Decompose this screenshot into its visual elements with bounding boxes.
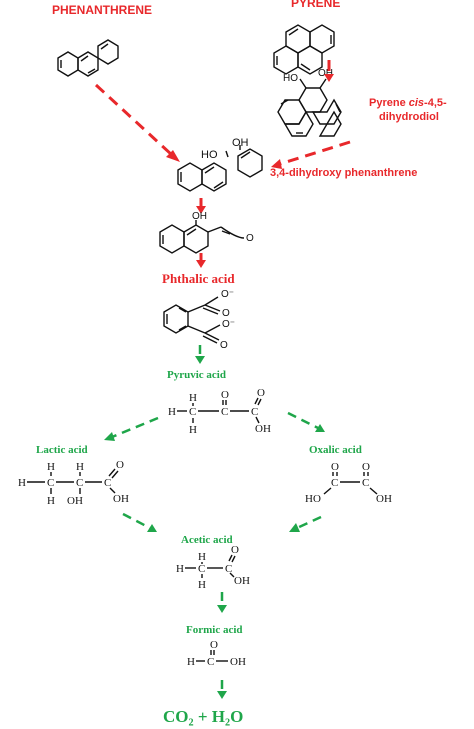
dihydroxy-phenanthrene-label: 3,4-dihydroxy phenanthrene	[270, 167, 417, 179]
phthalic-o-top: O	[222, 308, 230, 319]
oxalic-acid-label: Oxalic acid	[309, 444, 362, 456]
phthalic-o-minus-top: O⁻	[221, 289, 234, 300]
oxalic-acid-structure: O O C C HO OH	[305, 461, 392, 505]
arrow-pyruvic-to-oxalic	[287, 411, 319, 430]
formic-o: O	[210, 639, 218, 651]
lactic-oh-acid: OH	[113, 493, 129, 505]
dihydroxy-ho-atom: HO	[201, 149, 218, 161]
lactic-h-top2: H	[76, 461, 84, 473]
lactic-acid-label: Lactic acid	[36, 444, 88, 456]
red-arrows	[94, 60, 351, 268]
pyrene-structure	[273, 24, 335, 75]
oxalic-oh: OH	[376, 493, 392, 505]
pyruvic-o-acid: O	[257, 387, 265, 399]
oxalic-o-left: O	[331, 461, 339, 473]
final-products-label: CO₂ + H₂O	[163, 707, 243, 726]
phthalic-acid-structure	[163, 296, 221, 344]
oxalic-c1: C	[331, 477, 338, 489]
naphthaldehyde-o-atom: O	[246, 233, 254, 244]
phenanthrene-structure	[57, 39, 119, 77]
pyruvic-o-ketone: O	[221, 389, 229, 401]
arrow-lactic-to-acetic	[122, 512, 151, 530]
arrow-pyruvic-to-lactic	[111, 416, 159, 439]
pyruvic-acid-structure: H H C H C O C O OH	[168, 387, 271, 436]
formic-c: C	[207, 656, 214, 668]
lactic-h-bottom: H	[47, 495, 55, 507]
arrow-phenanthrene-to-dihydroxy	[94, 83, 174, 157]
pyruvic-c3: C	[251, 406, 258, 418]
lactic-h-top1: H	[47, 461, 55, 473]
pyrene-dihydrodiol-structure	[277, 78, 342, 137]
lactic-acid-structure: H H H C C C O H OH OH	[18, 459, 129, 507]
pyruvic-h-bottom: H	[189, 424, 197, 436]
acetic-h-bottom: H	[198, 579, 206, 591]
pyruvic-h-top: H	[189, 392, 197, 404]
oxalic-o-right: O	[362, 461, 370, 473]
acetic-h-left: H	[176, 563, 184, 575]
oxalic-ho: HO	[305, 493, 321, 505]
pyruvic-acid-label: Pyruvic acid	[167, 369, 226, 381]
pyrene-label: PYRENE	[291, 0, 340, 10]
pyruvic-oh: OH	[255, 423, 271, 435]
acetic-acid-structure: H H C H C O OH	[176, 544, 250, 591]
pyruvic-h-left: H	[168, 406, 176, 418]
green-arrows	[104, 345, 325, 699]
formic-h: H	[187, 656, 195, 668]
dihydroxy-oh-atom: OH	[232, 137, 249, 149]
lactic-c3: C	[104, 477, 111, 489]
pyrene-dihydrodiol-label-line2: dihydrodiol	[379, 111, 439, 123]
phenanthrene-label: PHENANTHRENE	[52, 3, 152, 17]
oxalic-c2: C	[362, 477, 369, 489]
acetic-h-top: H	[198, 551, 206, 563]
acetic-acid-label: Acetic acid	[181, 534, 233, 546]
formic-acid-label: Formic acid	[186, 624, 243, 636]
naphthaldehyde-oh-atom: OH	[192, 211, 207, 222]
dihydroxy-phenanthrene-structure	[177, 145, 263, 192]
pyruvic-c1: C	[189, 406, 196, 418]
lactic-c1: C	[47, 477, 54, 489]
hydroxy-naphthaldehyde-structure	[159, 220, 245, 254]
arrow-oxalic-to-acetic	[296, 515, 322, 530]
lactic-c2: C	[76, 477, 83, 489]
formic-oh: OH	[230, 656, 246, 668]
acetic-oh: OH	[234, 575, 250, 587]
acetic-o: O	[231, 544, 239, 556]
formic-acid-structure: O H C OH	[187, 639, 246, 668]
pyrene-dihydrodiol-label: Pyrene cis-4,5-	[369, 97, 447, 109]
dihydrodiol-ho-atom: HO	[283, 73, 298, 84]
phthalic-acid-label: Phthalic acid	[162, 271, 235, 286]
phthalic-o-bottom: O	[220, 340, 228, 351]
acetic-c1: C	[198, 563, 205, 575]
pyruvic-c2: C	[221, 406, 228, 418]
dihydrodiol-oh-atom: OH	[318, 68, 333, 79]
lactic-h-left: H	[18, 477, 26, 489]
arrow-dihydrodiol-to-dihydroxy	[279, 140, 351, 166]
lactic-o: O	[116, 459, 124, 471]
lactic-oh-middle: OH	[67, 495, 83, 507]
acetic-c2: C	[225, 563, 232, 575]
phthalic-o-minus-bottom: O⁻	[222, 319, 235, 330]
